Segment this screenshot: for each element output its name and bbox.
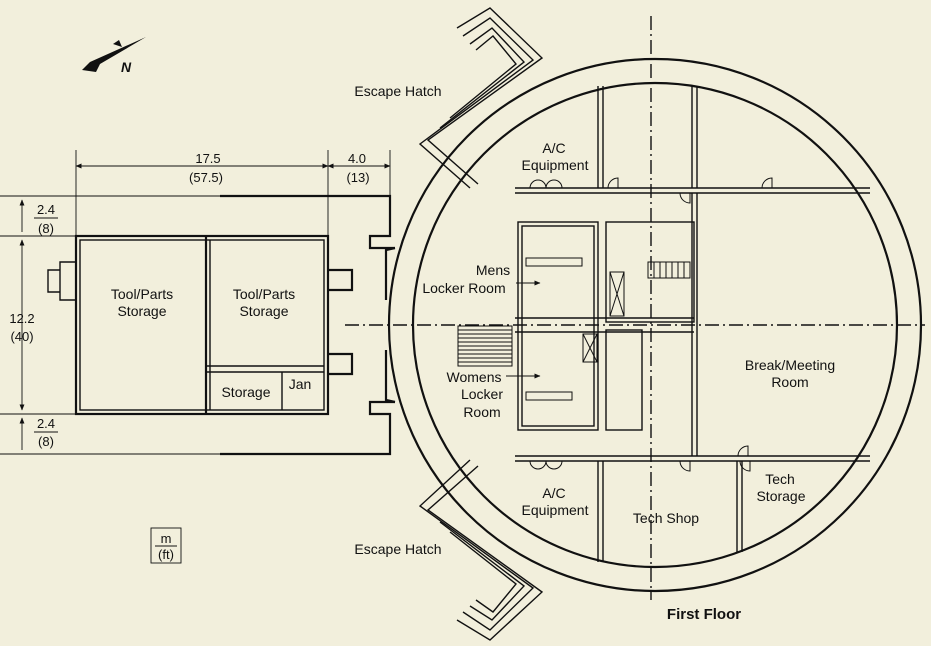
units-legend-ft: (ft) [158, 547, 174, 562]
dim-height-top-m: 2.4 [37, 202, 55, 217]
units-legend-m: m [161, 531, 172, 546]
room-label-tech-storage-line1: Tech [765, 471, 795, 487]
escape-hatch-bottom-label: Escape Hatch [354, 541, 441, 557]
room-label-tool-parts-1-line1: Tool/Parts [111, 286, 173, 302]
room-label-storage: Storage [221, 384, 270, 400]
dim-width-main-m: 17.5 [195, 151, 220, 166]
room-label-jan: Jan [289, 376, 312, 392]
dimension-lines [0, 150, 391, 455]
room-label-tech-storage-line2: Storage [756, 488, 805, 504]
escape-hatch-bottom [418, 459, 544, 641]
dim-width-corridor-ft: (13) [346, 170, 369, 185]
dim-width-corridor-m: 4.0 [348, 151, 366, 166]
room-label-womens-line2: Locker [461, 386, 503, 402]
room-label-tech-shop: Tech Shop [633, 510, 699, 526]
room-label-ac-top-line1: A/C [542, 140, 565, 156]
dim-height-top-ft: (8) [38, 221, 54, 236]
dim-height-bottom-m: 2.4 [37, 416, 55, 431]
north-arrow-icon [82, 37, 146, 72]
room-label-womens-line3: Room [463, 404, 500, 420]
room-label-break-line2: Room [771, 374, 808, 390]
room-label-tool-parts-2-line1: Tool/Parts [233, 286, 295, 302]
units-legend-box [150, 527, 182, 564]
room-label-tool-parts-2-line2: Storage [239, 303, 288, 319]
room-label-womens-line1: Womens [447, 369, 502, 385]
floor-label: First Floor [667, 606, 741, 623]
room-label-ac-top-line2: Equipment [522, 157, 589, 173]
dim-width-main-ft: (57.5) [189, 170, 223, 185]
room-label-tool-parts-1-line2: Storage [117, 303, 166, 319]
room-label-break-line1: Break/Meeting [745, 357, 835, 373]
dim-height-bottom-ft: (8) [38, 434, 54, 449]
room-label-ac-bottom-line1: A/C [542, 485, 565, 501]
escape-hatch-top-label: Escape Hatch [354, 83, 441, 99]
room-label-mens-line1: Mens [476, 262, 510, 278]
annex-building [47, 194, 396, 456]
north-label: N [121, 59, 132, 75]
dim-height-mid-m: 12.2 [9, 311, 34, 326]
dim-height-mid-ft: (40) [10, 329, 33, 344]
interior-walls [457, 86, 870, 562]
room-label-ac-bottom-line2: Equipment [522, 502, 589, 518]
door-swings [529, 177, 773, 472]
escape-hatch-top [418, 7, 544, 189]
room-label-mens-line2: Locker Room [422, 280, 505, 296]
